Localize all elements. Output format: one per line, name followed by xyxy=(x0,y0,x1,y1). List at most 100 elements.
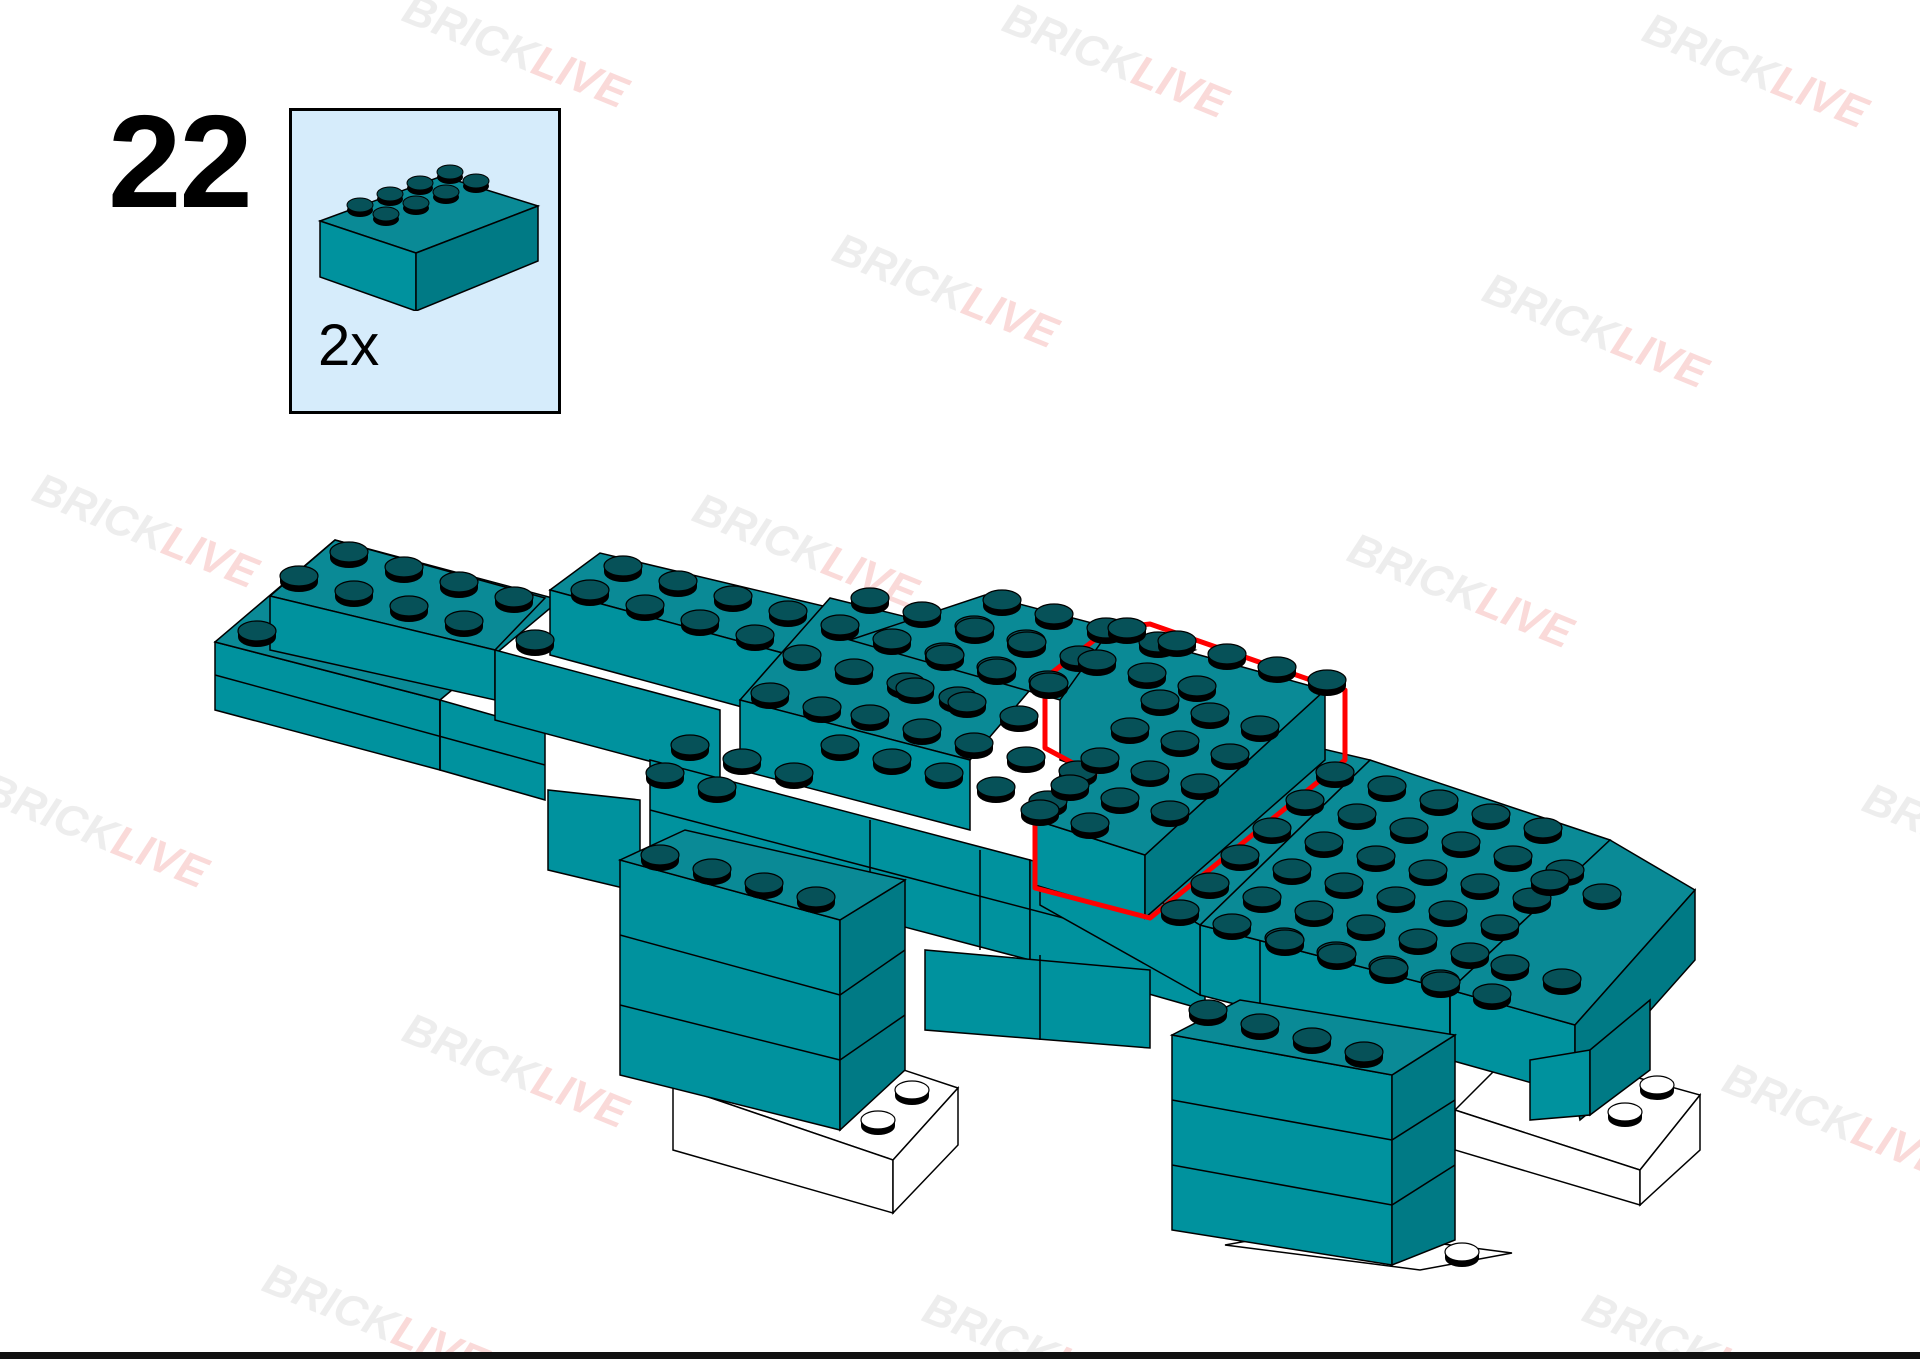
stud xyxy=(384,556,424,584)
stud xyxy=(1257,656,1297,684)
stud xyxy=(1472,983,1512,1011)
stud xyxy=(1493,845,1533,873)
stud xyxy=(1212,913,1252,941)
stud xyxy=(954,732,994,760)
stud xyxy=(670,734,710,762)
stud xyxy=(680,609,720,637)
stud xyxy=(1220,844,1260,872)
stud xyxy=(1160,730,1200,758)
stud xyxy=(834,658,874,686)
stud xyxy=(494,586,534,614)
mini-stud xyxy=(436,164,464,184)
stud xyxy=(1398,928,1438,956)
stud xyxy=(1315,761,1355,789)
stud xyxy=(1110,717,1150,745)
stud xyxy=(1034,603,1074,631)
stud xyxy=(439,571,479,599)
stud xyxy=(1376,886,1416,914)
stud xyxy=(1542,968,1582,996)
stud xyxy=(1007,631,1047,659)
stud xyxy=(1285,789,1325,817)
stud xyxy=(1130,760,1170,788)
mini-stud xyxy=(462,173,490,193)
stud xyxy=(1240,1013,1280,1041)
stud xyxy=(1157,630,1197,658)
stud xyxy=(658,570,698,598)
stud xyxy=(802,696,842,724)
stud xyxy=(1160,899,1200,927)
stud xyxy=(1294,900,1334,928)
stud xyxy=(1252,817,1292,845)
stud xyxy=(1207,643,1247,671)
stud xyxy=(645,762,685,790)
stud xyxy=(850,704,890,732)
stud xyxy=(1050,774,1090,802)
stud xyxy=(982,589,1022,617)
step-number: 22 xyxy=(108,88,253,235)
stud xyxy=(1240,715,1280,743)
mini-stud xyxy=(432,184,460,204)
stud xyxy=(895,677,935,705)
stud xyxy=(1367,775,1407,803)
stud xyxy=(1337,803,1377,831)
stud xyxy=(1317,943,1357,971)
stud xyxy=(1190,872,1230,900)
stud xyxy=(1070,812,1110,840)
stud xyxy=(1190,702,1230,730)
mini-stud xyxy=(372,206,400,226)
mini-stud xyxy=(376,186,404,206)
stud xyxy=(1188,999,1228,1027)
stud xyxy=(1029,672,1069,700)
stud xyxy=(329,541,369,569)
part-brick-2x4-icon xyxy=(317,164,541,311)
stud xyxy=(722,748,762,776)
stud xyxy=(850,587,890,615)
stud xyxy=(1480,914,1520,942)
stud xyxy=(692,858,732,886)
stud xyxy=(999,705,1039,733)
stud xyxy=(1356,845,1396,873)
stud xyxy=(1210,743,1250,771)
stud xyxy=(1530,869,1570,897)
mini-stud xyxy=(406,175,434,195)
stud xyxy=(820,614,860,642)
parts-list-box: 2x xyxy=(289,108,561,414)
stud xyxy=(1346,914,1386,942)
stud xyxy=(1242,886,1282,914)
stud xyxy=(924,762,964,790)
stud xyxy=(1441,831,1481,859)
stud xyxy=(1100,787,1140,815)
stud xyxy=(389,595,429,623)
stud xyxy=(1020,799,1060,827)
stud xyxy=(976,776,1016,804)
stud xyxy=(1523,817,1563,845)
stud xyxy=(1428,900,1468,928)
stud xyxy=(1419,789,1459,817)
stud xyxy=(768,600,808,628)
stud xyxy=(713,585,753,613)
stud xyxy=(334,580,374,608)
stud xyxy=(1177,675,1217,703)
stud xyxy=(1324,872,1364,900)
mini-stud xyxy=(346,197,374,217)
stud xyxy=(1490,954,1530,982)
stud xyxy=(1471,803,1511,831)
stud xyxy=(1080,747,1120,775)
stud xyxy=(1369,957,1409,985)
stud xyxy=(237,620,277,648)
stud xyxy=(872,748,912,776)
stud xyxy=(977,658,1017,686)
stud xyxy=(750,682,790,710)
stud xyxy=(1292,1027,1332,1055)
stud xyxy=(1582,883,1622,911)
stud xyxy=(1077,649,1117,677)
stud xyxy=(925,644,965,672)
stud xyxy=(796,886,836,914)
stud xyxy=(947,691,987,719)
stud xyxy=(1150,800,1190,828)
stud xyxy=(515,629,555,657)
stud xyxy=(902,601,942,629)
stud xyxy=(955,617,995,645)
stud xyxy=(782,644,822,672)
